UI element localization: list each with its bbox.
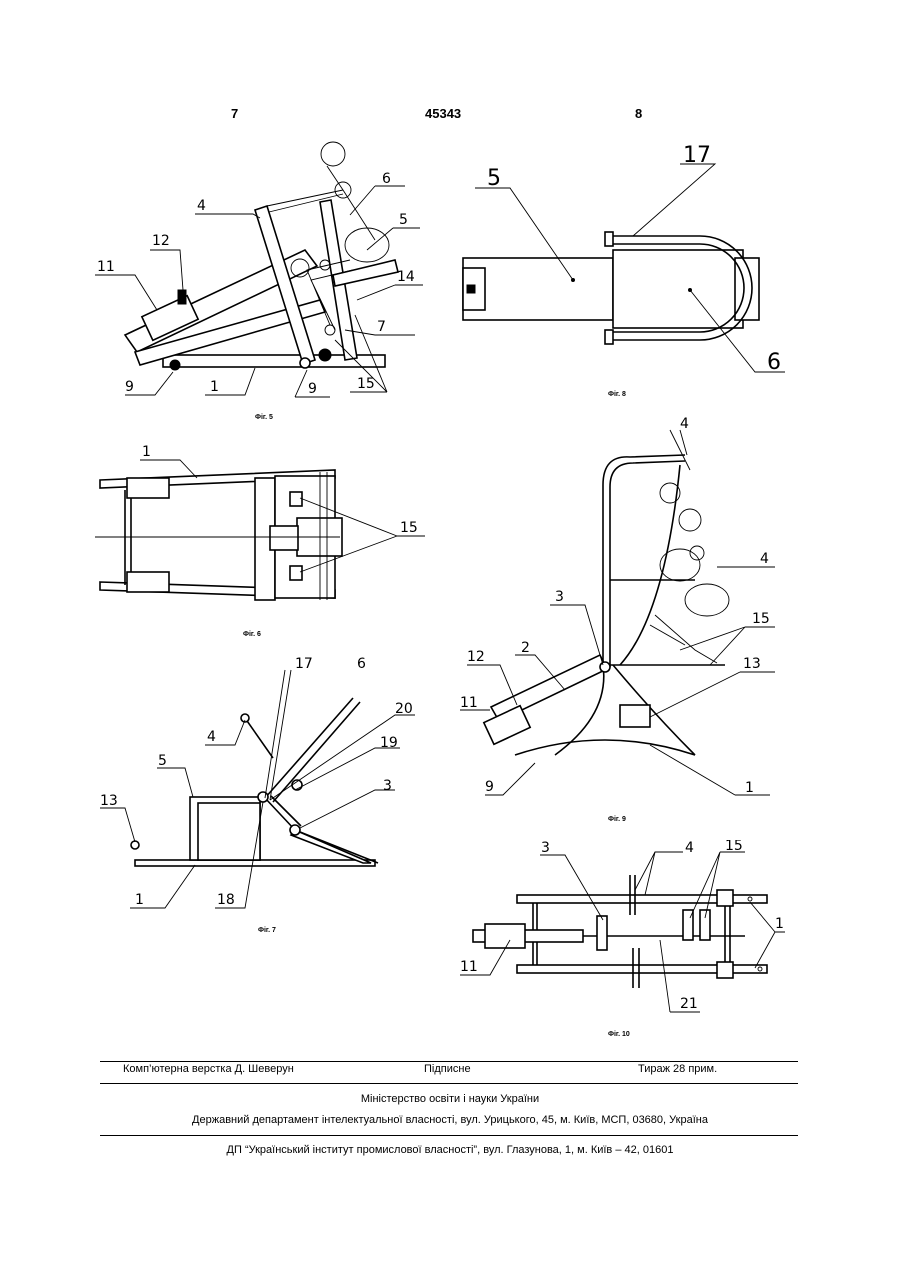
fig5-label-11: 11 <box>97 259 115 275</box>
fig9-label-9: 9 <box>485 779 494 795</box>
department-line: Державний департамент інтелектуальної вл… <box>0 1114 900 1126</box>
fig9-label-4a: 4 <box>680 416 689 432</box>
institute-line: ДП “Український інститут промислової вла… <box>0 1144 900 1156</box>
fig5-label-4: 4 <box>197 198 206 214</box>
fig10-label-4: 4 <box>685 840 694 856</box>
page-number-left: 7 <box>231 106 238 121</box>
fig5-label-1: 1 <box>210 379 219 395</box>
fig5-label-7: 7 <box>377 319 386 335</box>
fig8-label-6: 6 <box>767 350 781 375</box>
fig5-label-9a: 9 <box>125 379 134 395</box>
signed-note: Підписне <box>424 1063 471 1075</box>
fig7-label-19: 19 <box>380 735 398 751</box>
fig7-label-18: 18 <box>217 892 235 908</box>
fig5-label-5: 5 <box>399 212 408 228</box>
fig10-label-3: 3 <box>541 840 550 856</box>
fig9-label-15: 15 <box>752 611 770 627</box>
figure-6-drawing: 1 15 <box>95 440 425 630</box>
fig9-label-1: 1 <box>745 780 754 796</box>
figure-7-drawing: 17 6 20 19 3 4 5 13 1 18 <box>95 650 425 930</box>
footer-rule-bottom <box>100 1135 798 1136</box>
footer-rule-top <box>100 1061 798 1062</box>
fig8-label-17: 17 <box>683 143 711 168</box>
fig5-label-6: 6 <box>382 171 391 187</box>
page-number-right: 8 <box>635 106 642 121</box>
fig5-label-14: 14 <box>397 269 415 285</box>
fig7-label-6: 6 <box>357 656 366 672</box>
figure-8-caption: Фіг. 8 <box>608 391 626 398</box>
figure-8-drawing: 5 17 6 <box>455 140 795 400</box>
fig6-label-1: 1 <box>142 444 151 460</box>
fig5-label-12: 12 <box>152 233 170 249</box>
fig9-label-13: 13 <box>743 656 761 672</box>
fig7-label-17: 17 <box>295 656 313 672</box>
fig10-label-11: 11 <box>460 959 478 975</box>
fig10-label-21: 21 <box>680 996 698 1012</box>
patent-number: 45343 <box>425 106 461 121</box>
layout-credit: Комп’ютерна верстка Д. Шеверун <box>123 1063 294 1075</box>
fig9-label-3: 3 <box>555 589 564 605</box>
fig8-label-5: 5 <box>487 166 501 191</box>
fig5-label-15: 15 <box>357 376 375 392</box>
fig10-label-1: 1 <box>775 916 784 932</box>
fig10-label-15: 15 <box>725 840 743 854</box>
fig9-label-12: 12 <box>467 649 485 665</box>
fig7-label-20: 20 <box>395 701 413 717</box>
figure-9-caption: Фіг. 9 <box>608 816 626 823</box>
circulation-note: Тираж 28 прим. <box>638 1063 717 1075</box>
fig7-label-13: 13 <box>100 793 118 809</box>
figure-5-drawing: 4 12 11 6 5 14 7 9 1 9 15 <box>95 140 425 410</box>
fig7-label-5: 5 <box>158 753 167 769</box>
fig9-label-11: 11 <box>460 695 478 711</box>
figure-5-caption: Фіг. 5 <box>255 414 273 421</box>
fig7-label-3: 3 <box>383 778 392 794</box>
ministry-line: Міністерство освіти і науки України <box>0 1093 900 1105</box>
fig9-label-4b: 4 <box>760 551 769 567</box>
fig9-label-2: 2 <box>521 640 530 656</box>
figure-6-caption: Фіг. 6 <box>243 631 261 638</box>
figure-10-drawing: 3 4 15 1 11 21 <box>455 840 795 1030</box>
fig7-label-1: 1 <box>135 892 144 908</box>
fig6-label-15: 15 <box>400 520 418 536</box>
figure-7-caption: Фіг. 7 <box>258 927 276 934</box>
fig7-label-4: 4 <box>207 729 216 745</box>
figure-10-caption: Фіг. 10 <box>608 1031 630 1038</box>
figure-9-drawing: 4 4 3 15 2 12 11 13 9 1 <box>455 415 795 815</box>
footer-rule-middle <box>100 1083 798 1084</box>
fig5-label-9b: 9 <box>308 381 317 397</box>
